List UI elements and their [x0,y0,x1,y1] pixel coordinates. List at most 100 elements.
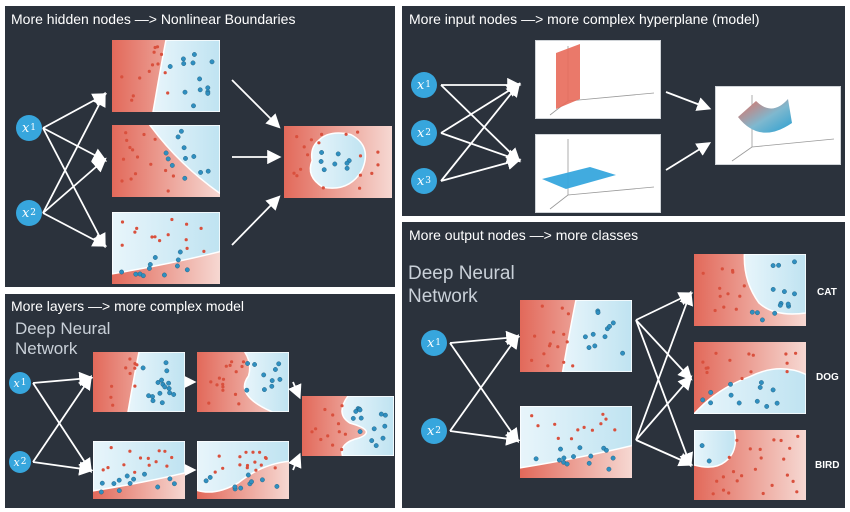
blue-sample-point [245,361,250,366]
flow-arrow [288,452,302,471]
red-sample-point [163,71,167,75]
panel-title-layers: More layers —> more complex model [11,298,245,314]
red-sample-point [747,352,751,356]
blue-sample-point [209,59,215,65]
red-sample-point [170,455,174,460]
blue-sample-point [147,262,153,267]
blue-region [520,406,632,469]
red-sample-point [224,364,228,368]
red-sample-point [121,157,126,161]
red-sample-point [731,270,735,274]
tile-hidden-nonlinear-blob [284,126,392,198]
red-sample-point [221,388,225,392]
blue-region [743,254,806,315]
blue-sample-point [203,478,209,484]
red-sample-point [711,492,715,496]
blue-region [561,300,632,372]
red-sample-point [133,366,137,370]
red-sample-point [753,467,757,471]
red-sample-point [749,370,753,374]
blue-sample-point [592,343,598,349]
red-sample-point [742,284,746,288]
red-sample-point [230,360,234,364]
flow-arrow [665,142,712,171]
red-sample-point [166,233,170,237]
blue-sample-point [205,91,211,96]
red-sample-point [556,345,560,349]
red-sample-point [727,455,731,459]
red-sample-point [772,438,776,442]
blue-sample-point [150,394,155,399]
red-sample-point [337,430,341,434]
red-sample-point [770,483,774,487]
red-sample-point [731,470,736,474]
node-label: x [13,455,20,469]
flow-arrow [440,132,522,164]
blue-sample-point [708,390,714,395]
red-sample-point [185,246,189,250]
red-sample-point [784,352,788,356]
flow-arrow [635,319,693,381]
red-sample-point [582,425,586,429]
red-sample-point [133,230,137,234]
blue-sample-point [169,163,175,168]
vertical-plane [556,44,580,109]
red-sample-point [715,479,719,483]
red-sample-point [295,135,299,139]
blue-sample-point [318,159,324,164]
tile-hidden-vertical-split [112,40,220,112]
red-sample-point [133,384,137,388]
red-sample-point [215,383,219,387]
blue-sample-point [706,458,712,464]
blue-sample-point [757,385,763,390]
blue-sample-point [155,484,161,490]
blue-sample-point [770,387,776,393]
red-sample-point [124,366,128,370]
node-label: x [13,376,20,390]
red-sample-point [238,455,242,459]
red-sample-point [101,468,105,472]
blue-sample-point [140,365,146,371]
flow-arrow [449,430,521,446]
decision-tile-svg [112,125,220,197]
red-sample-point [221,466,225,470]
red-sample-point [340,447,344,452]
flow-arrow [635,319,693,468]
blue-sample-point [166,386,172,391]
blue-sample-point [111,481,117,486]
blue-sample-point [159,377,165,383]
red-sample-point [131,94,135,98]
blue-sample-point [344,160,350,166]
red-sample-point [159,52,164,56]
blue-sample-point [166,380,172,386]
flow-arrow [635,290,694,441]
red-sample-point [166,189,170,193]
blue-sample-point [205,168,211,174]
decision-tile-svg [302,396,394,456]
tile-output-hidden-b [520,406,632,478]
red-sample-point [171,174,175,178]
red-sample-point [135,155,140,159]
red-sample-point [309,138,313,142]
decision-tile-svg [112,40,220,112]
red-sample-point [319,437,323,442]
red-sample-point [565,340,569,344]
red-sample-point [120,179,124,183]
red-sample-point [122,463,126,467]
red-sample-point [150,63,155,67]
red-sample-point [556,436,560,440]
flow-arrow [440,83,522,134]
red-sample-point [613,428,617,432]
red-sample-point [110,384,114,388]
blue-sample-point [177,249,183,255]
blue-sample-point [244,387,250,393]
red-sample-point [314,427,318,431]
blue-sample-point [357,429,363,434]
red-sample-point [264,456,268,460]
blue-sample-point [261,372,267,378]
decision-tile-svg [694,342,806,414]
flow-arrow [231,195,281,246]
